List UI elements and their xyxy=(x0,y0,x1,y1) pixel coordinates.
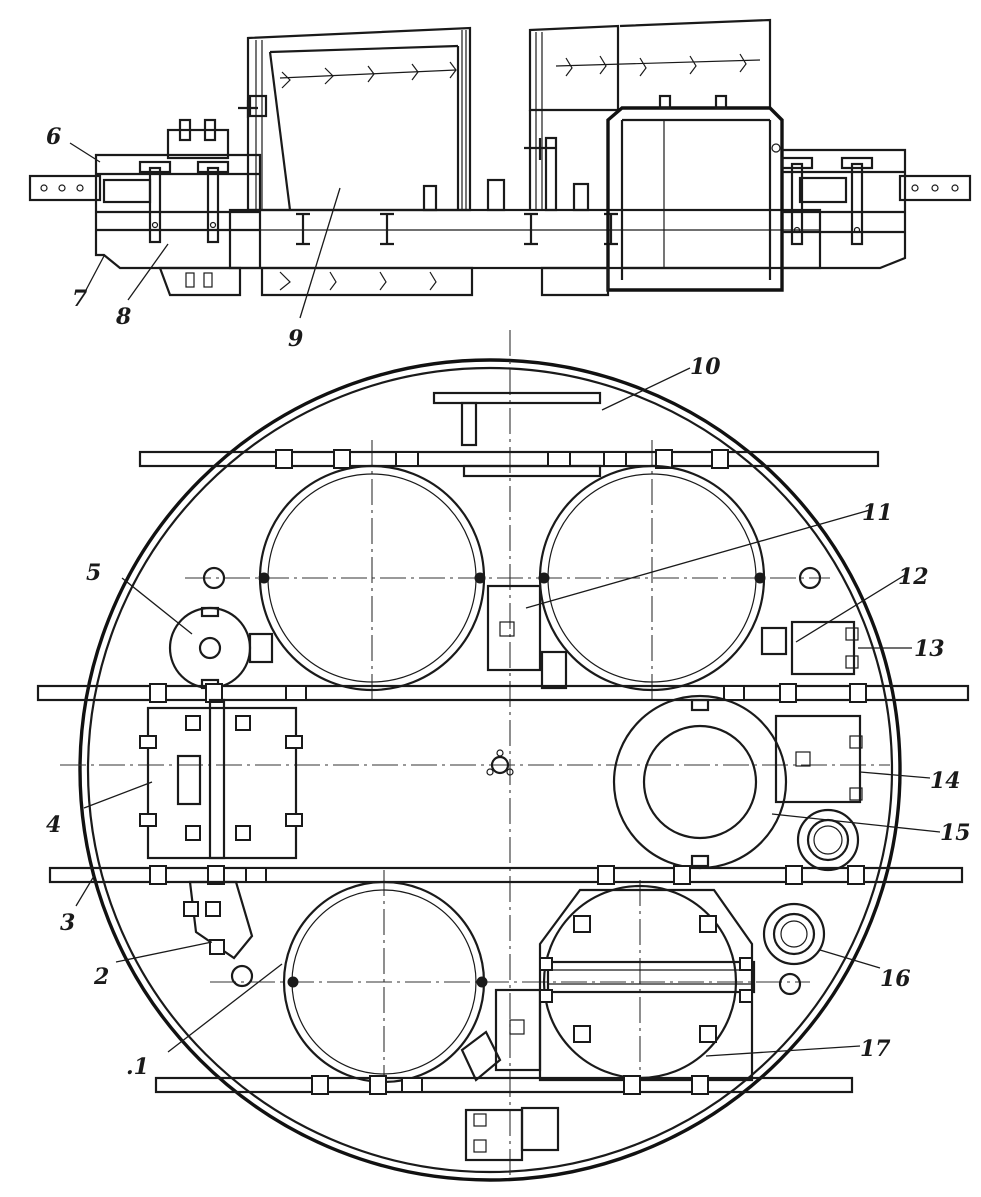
label-2: 2 xyxy=(93,964,109,990)
label-9: 9 xyxy=(288,326,303,352)
label-14: 14 xyxy=(930,768,961,794)
side-elevation xyxy=(28,18,972,297)
label-10: 10 xyxy=(690,354,721,380)
label-7: 7 xyxy=(72,286,88,312)
label-5: 5 xyxy=(86,560,101,586)
label-1: .1 xyxy=(126,1054,149,1080)
plan-view xyxy=(36,330,970,1182)
label-11: 11 xyxy=(862,500,893,526)
label-3: 3 xyxy=(60,910,75,936)
label-4: 4 xyxy=(46,812,61,838)
callout-labels: .1 2 3 4 5 6 7 8 9 10 11 12 13 14 15 16 … xyxy=(46,124,971,1080)
label-16: 16 xyxy=(880,966,911,992)
label-15: 15 xyxy=(940,820,971,846)
label-6: 6 xyxy=(46,124,61,150)
label-12: 12 xyxy=(898,564,929,590)
leader-lines xyxy=(69,142,941,1057)
platform-disc xyxy=(78,358,902,1182)
label-8: 8 xyxy=(115,304,131,330)
label-13: 13 xyxy=(914,636,945,662)
label-17: 17 xyxy=(860,1036,891,1062)
